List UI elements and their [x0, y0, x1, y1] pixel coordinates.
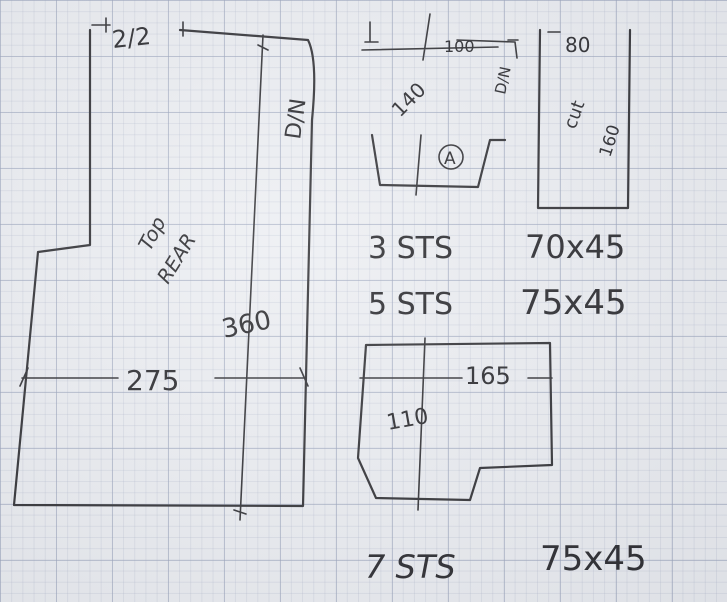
detail-a-top-dimension: 100 — [444, 37, 475, 56]
top-edge-tick — [91, 17, 111, 33]
main-cutout-shape — [12, 17, 316, 521]
spec-row2-sts: 5 STS — [368, 287, 453, 322]
detail-a-side-dimension: D/N — [491, 65, 514, 96]
detail-a-top-bracket — [361, 13, 499, 61]
detail-a-outline — [370, 133, 507, 189]
detail-a-center-line — [415, 134, 422, 196]
detail-lower-width-value: 165 — [465, 362, 511, 390]
spec-row3-size: 75x45 — [540, 539, 647, 579]
detail-a-marker-label: A — [444, 149, 456, 169]
main-outline — [12, 28, 316, 508]
main-width-value: 275 — [126, 364, 179, 397]
main-height-value: 360 — [219, 305, 274, 345]
detail-lower-height-value: 110 — [385, 404, 431, 436]
detail-cut-shape — [536, 28, 632, 210]
main-note-top: Top — [133, 212, 170, 254]
detail-a-marker-circle — [438, 144, 464, 170]
detail-cut-outline — [536, 28, 632, 210]
width-dimension-line — [19, 367, 309, 387]
detail-a-angle-dimension: 140 — [387, 78, 431, 122]
spec-row1-sts: 3 STS — [368, 231, 453, 266]
detail-cut-top-dimension: 80 — [565, 33, 590, 57]
spec-row1-size: 70x45 — [525, 228, 625, 266]
height-dimension-line — [233, 34, 269, 521]
detail-a-shape — [361, 13, 519, 196]
main-top-dimension: 2/2 — [111, 22, 152, 54]
detail-lower-center-line — [417, 337, 426, 511]
detail-a-right-bracket — [456, 39, 519, 59]
detail-cut-label: cut — [560, 98, 589, 132]
detail-lower-outline — [356, 341, 554, 502]
detail-cut-side-dimension: 160 — [596, 122, 625, 159]
spec-row3-sts: 7 STS — [365, 548, 456, 586]
detail-lower-shape — [356, 337, 554, 511]
main-right-dimension: D/N — [281, 97, 311, 141]
spec-row2-size: 75x45 — [520, 283, 627, 323]
